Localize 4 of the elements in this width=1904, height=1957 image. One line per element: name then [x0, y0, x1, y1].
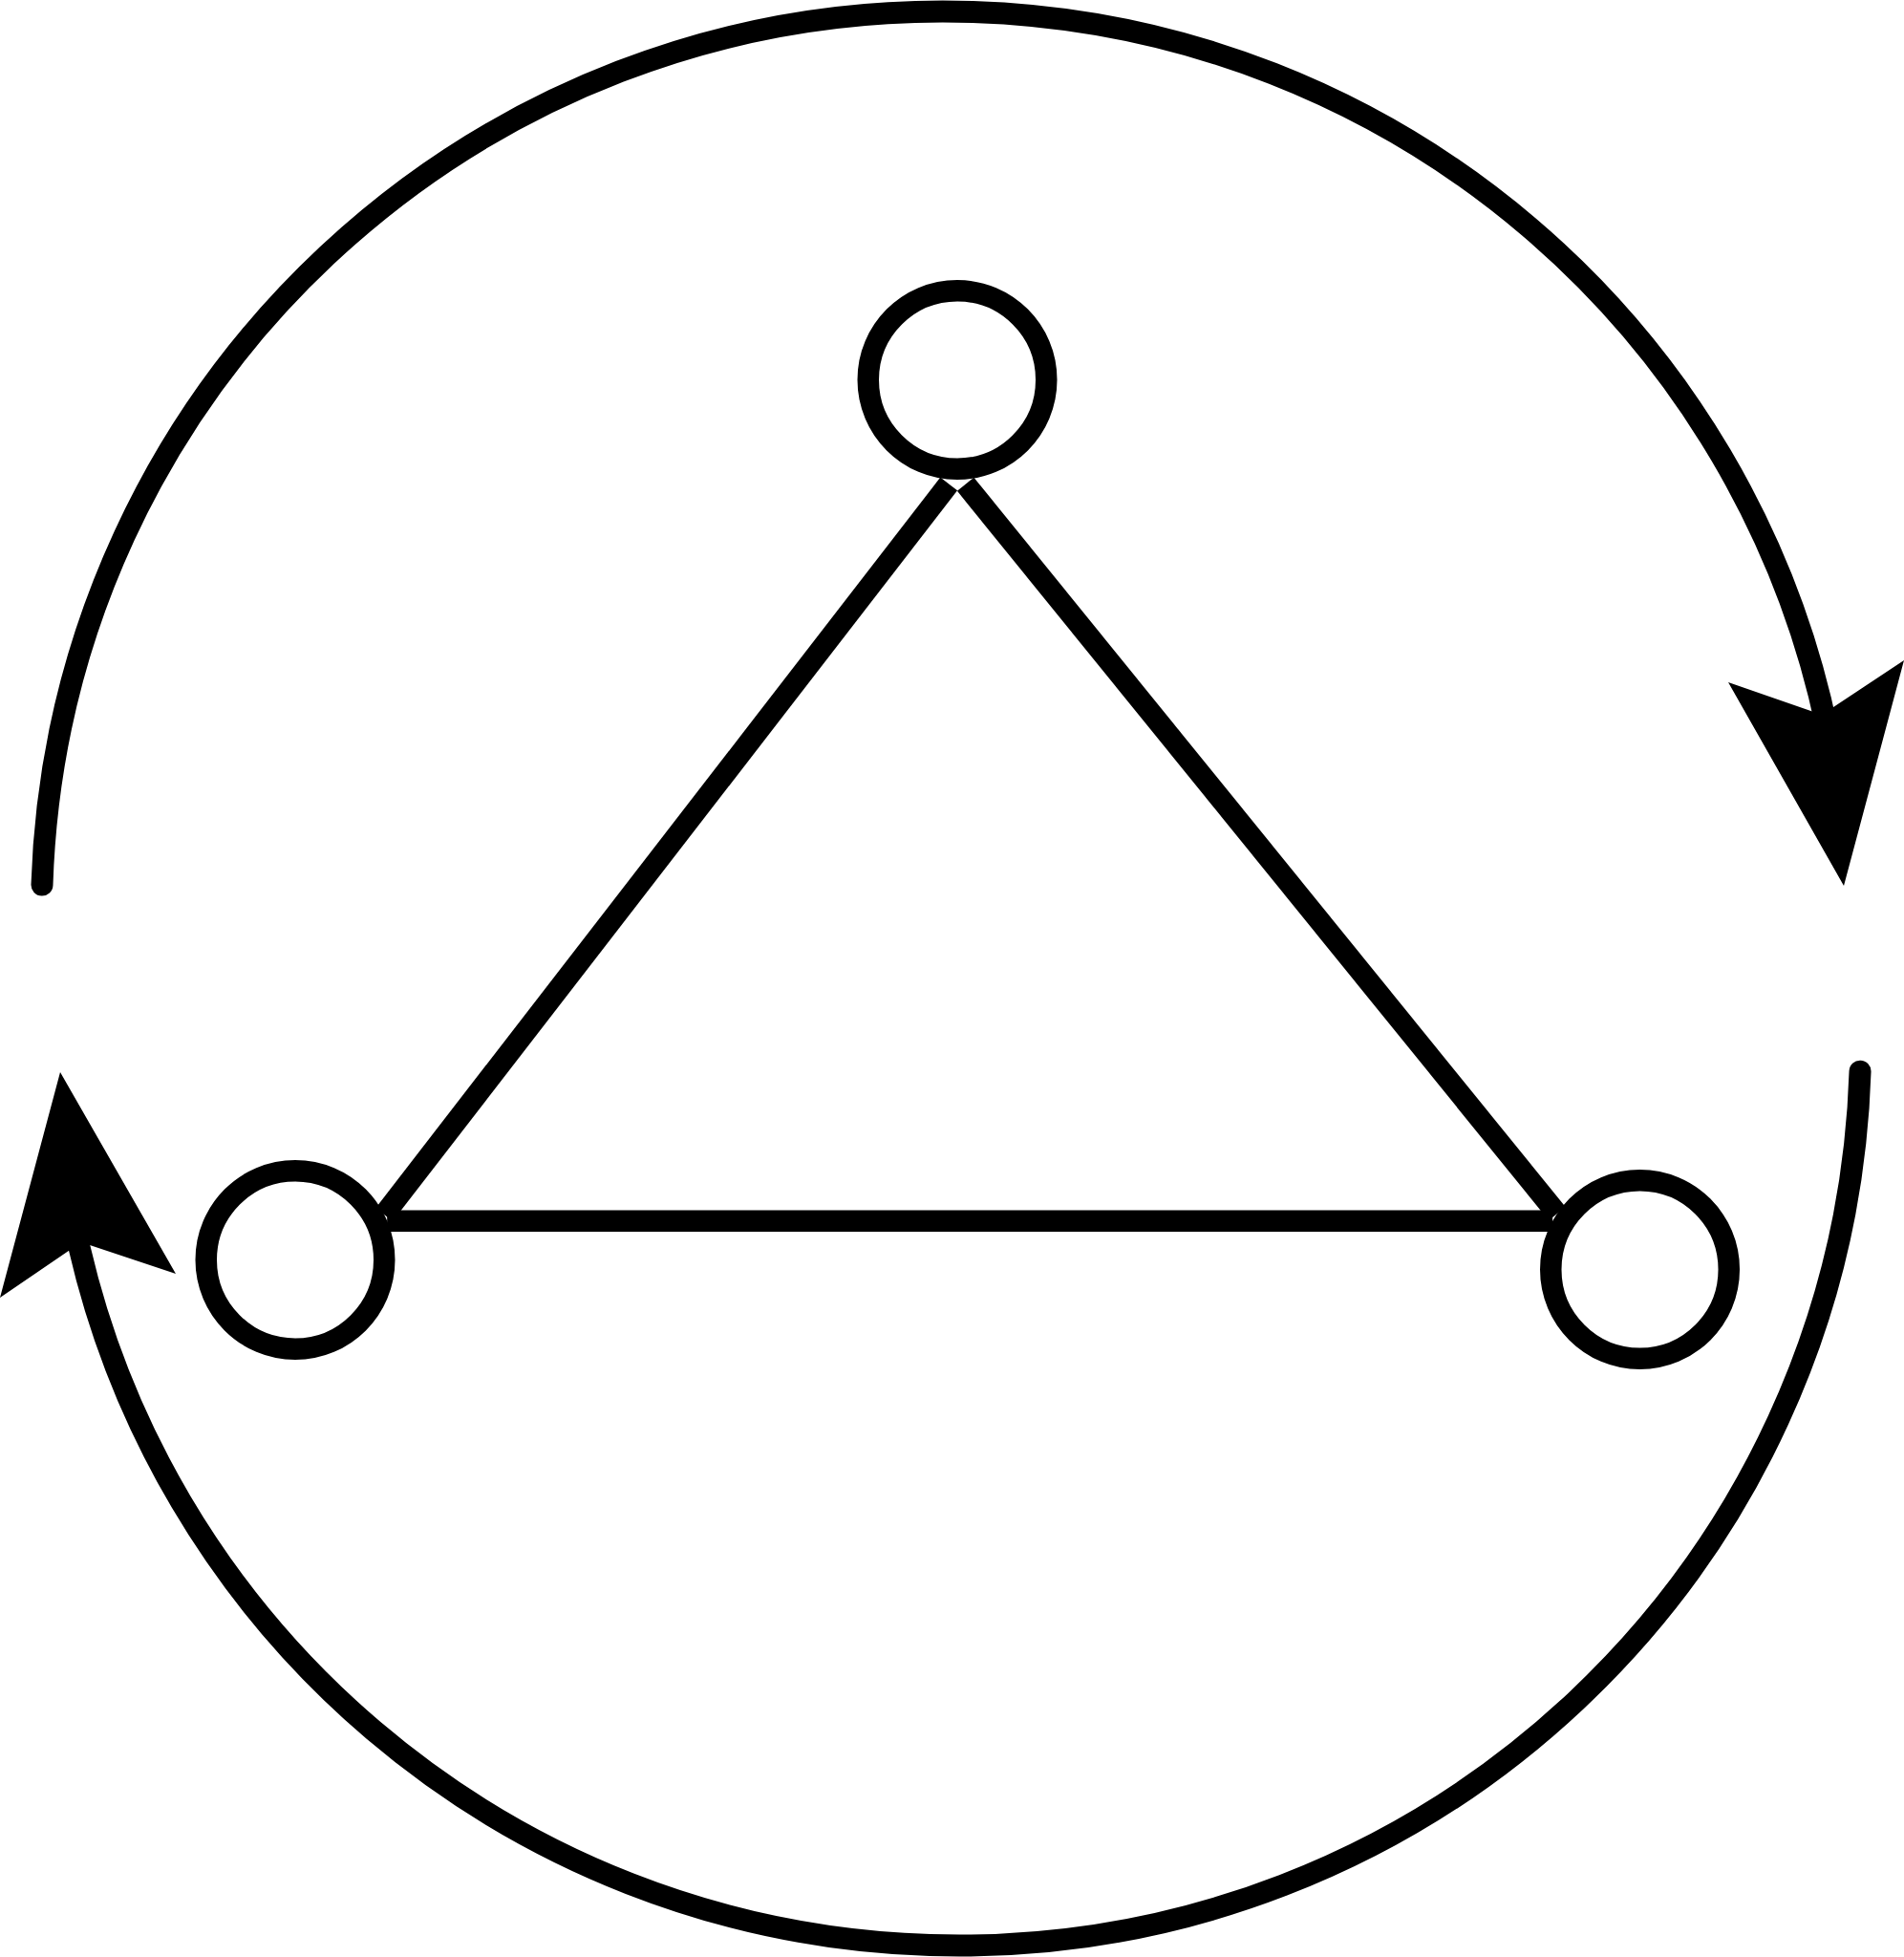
circle-node	[195, 1160, 396, 1360]
circle-node	[857, 280, 1058, 480]
connector-line	[387, 1210, 1553, 1233]
circle-node	[1540, 1170, 1740, 1369]
